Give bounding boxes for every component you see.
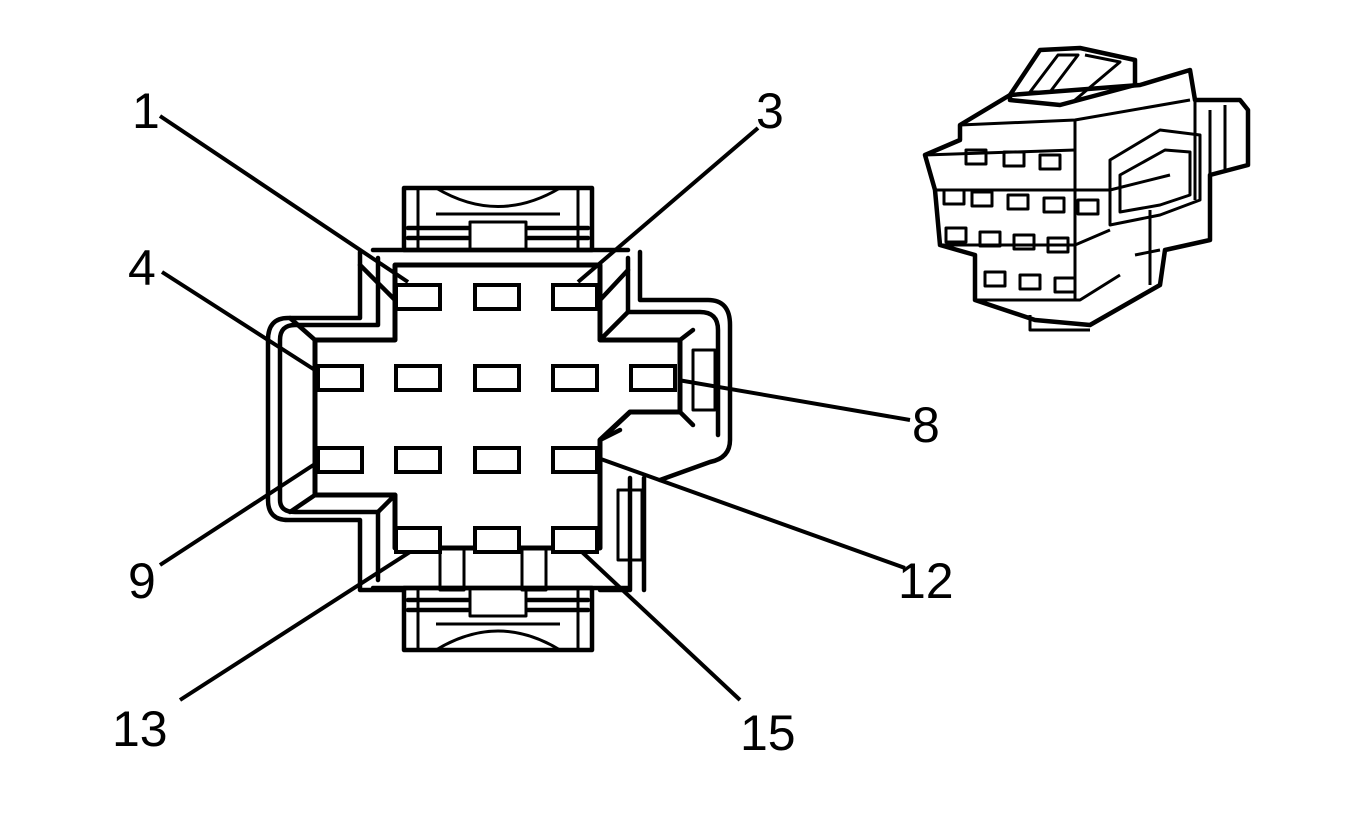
cavity-3 — [551, 283, 599, 311]
cavity-6 — [473, 364, 521, 392]
cavity-9 — [316, 446, 364, 474]
leader-8 — [677, 378, 911, 422]
leader-4 — [160, 270, 320, 374]
connector-face-view — [265, 185, 733, 653]
cavity-12 — [551, 446, 599, 474]
pin-label-3: 3 — [756, 83, 784, 139]
pin-label-13: 13 — [112, 701, 168, 757]
cavity-11 — [473, 446, 521, 474]
leader-15 — [580, 550, 742, 702]
pin-label-12: 12 — [898, 553, 954, 609]
cavity-4 — [316, 364, 364, 392]
pin-labels: 1 3 4 8 9 12 13 15 — [112, 83, 954, 761]
cavity-2 — [473, 283, 521, 311]
pin-label-4: 4 — [128, 240, 156, 296]
cavity-5 — [394, 364, 442, 392]
cavity-7 — [551, 364, 599, 392]
pin-label-8: 8 — [912, 397, 940, 453]
pin-label-15: 15 — [740, 705, 796, 761]
leader-13 — [178, 550, 412, 702]
cavity-8 — [629, 364, 677, 392]
cavity-1 — [394, 283, 442, 311]
pin-label-9: 9 — [128, 553, 156, 609]
cavity-13 — [394, 526, 442, 554]
leader-12 — [597, 456, 906, 570]
connector-isometric-view — [922, 45, 1251, 332]
cavity-14 — [473, 526, 521, 554]
leader-3 — [576, 126, 760, 284]
pin-label-1: 1 — [132, 83, 160, 139]
leader-lines — [158, 114, 911, 702]
leader-9 — [158, 460, 320, 567]
top-latch — [401, 185, 595, 253]
pin-cavities — [316, 283, 677, 554]
cavity-10 — [394, 446, 442, 474]
bottom-latch — [401, 543, 595, 653]
leader-1 — [158, 114, 410, 284]
cavity-15 — [551, 526, 599, 554]
